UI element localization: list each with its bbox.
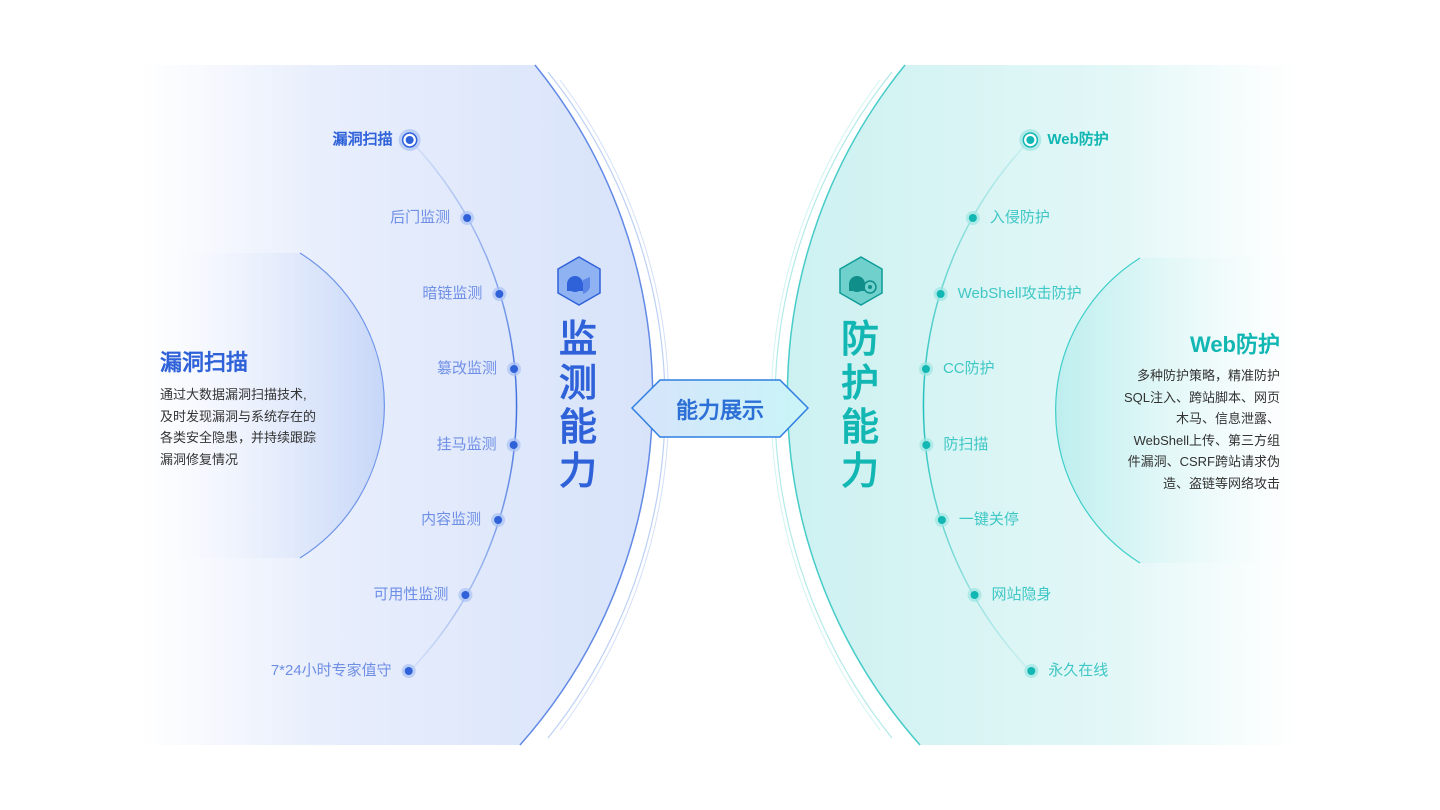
desc-line: 多种防护策略，精准防护: [1136, 368, 1280, 383]
left-timeline-arc: [409, 139, 518, 672]
left-item-label[interactable]: 暗链监测: [422, 285, 483, 302]
right-item-label[interactable]: 网站隐身: [991, 586, 1052, 603]
right-timeline-dot: [970, 591, 979, 599]
right-timeline-arc: [922, 139, 1031, 672]
center-badge: 能力展示: [675, 397, 764, 423]
center-badge-shape: [630, 379, 810, 438]
left-item-label[interactable]: 7*24小时专家值守: [270, 662, 392, 679]
cloud-shield-cube-icon: [557, 256, 601, 306]
left-item-label[interactable]: 后门监测: [390, 209, 451, 226]
left-timeline-dot: [494, 516, 503, 524]
left-timeline-dot: [463, 214, 472, 222]
right-title-char: 护: [840, 363, 879, 405]
left-timeline-dot: [510, 365, 519, 373]
left-card-title: 漏洞扫描: [160, 350, 249, 375]
left-timeline-dot: [509, 441, 518, 449]
left-timeline-dot: [461, 591, 470, 599]
right-card-desc: 多种防护策略，精准防护 SQL注入、跨站脚本、网页 木马、信息泄露、 WebSh…: [1124, 365, 1280, 494]
right-timeline-dot: [1027, 667, 1036, 675]
right-timeline-dot: [921, 365, 930, 373]
left-timeline-dot: [405, 136, 414, 144]
right-timeline-dot: [936, 290, 945, 298]
left-title-char: 监: [558, 319, 597, 361]
desc-line: 各类安全隐患，并持续跟踪: [160, 430, 317, 445]
right-card-bg: [1055, 258, 1300, 563]
right-timeline-dot: [1026, 136, 1035, 144]
right-item-label[interactable]: Web防护: [1047, 131, 1109, 148]
right-item-label[interactable]: 一键关停: [958, 511, 1019, 528]
right-title-char: 力: [840, 451, 879, 493]
right-item-label[interactable]: 入侵防护: [989, 209, 1050, 226]
desc-line: 造、盗链等网络攻击: [1162, 475, 1280, 491]
right-title-char: 防: [840, 319, 879, 361]
left-timeline-dot: [495, 290, 504, 298]
desc-line: 件漏洞、CSRF跨站请求伪: [1127, 454, 1280, 469]
right-panel: [787, 65, 1300, 745]
left-title-char: 力: [558, 451, 597, 493]
right-timeline-dot: [968, 214, 977, 222]
left-item-label[interactable]: 篡改监测: [437, 360, 498, 377]
desc-line: 及时发现漏洞与系统存在的: [160, 408, 317, 424]
cloud-target-cube-icon: [839, 256, 883, 306]
right-timeline-dot: [922, 441, 931, 449]
left-timeline-dot: [404, 667, 413, 675]
desc-line: WebShell上传、第三方组: [1133, 432, 1280, 448]
right-item-label[interactable]: 永久在线: [1048, 662, 1109, 679]
left-item-label[interactable]: 挂马监测: [436, 436, 497, 453]
left-item-label[interactable]: 可用性监测: [373, 586, 449, 603]
left-card-bg: [140, 253, 385, 558]
left-card-desc: 通过大数据漏洞扫描技术, 及时发现漏洞与系统存在的 各类安全隐患，并持续跟踪 漏…: [160, 384, 316, 470]
right-item-label[interactable]: 防扫描: [943, 436, 989, 453]
right-item-label[interactable]: CC防护: [942, 360, 995, 377]
desc-line: 木马、信息泄露、: [1175, 411, 1280, 426]
desc-line: 通过大数据漏洞扫描技术,: [160, 387, 307, 402]
left-panel: [140, 65, 653, 745]
left-title-char: 测: [558, 363, 597, 405]
right-title-char: 能: [840, 407, 879, 449]
right-card-title: Web防护: [1189, 332, 1280, 357]
left-item-label[interactable]: 漏洞扫描: [332, 131, 393, 148]
left-item-label[interactable]: 内容监测: [421, 511, 482, 528]
left-title-char: 能: [558, 407, 597, 449]
desc-line: 漏洞修复情况: [160, 451, 239, 467]
desc-line: SQL注入、跨站脚本、网页: [1123, 389, 1280, 405]
right-timeline-dot: [937, 516, 946, 524]
right-item-label[interactable]: WebShell攻击防护: [957, 285, 1082, 302]
